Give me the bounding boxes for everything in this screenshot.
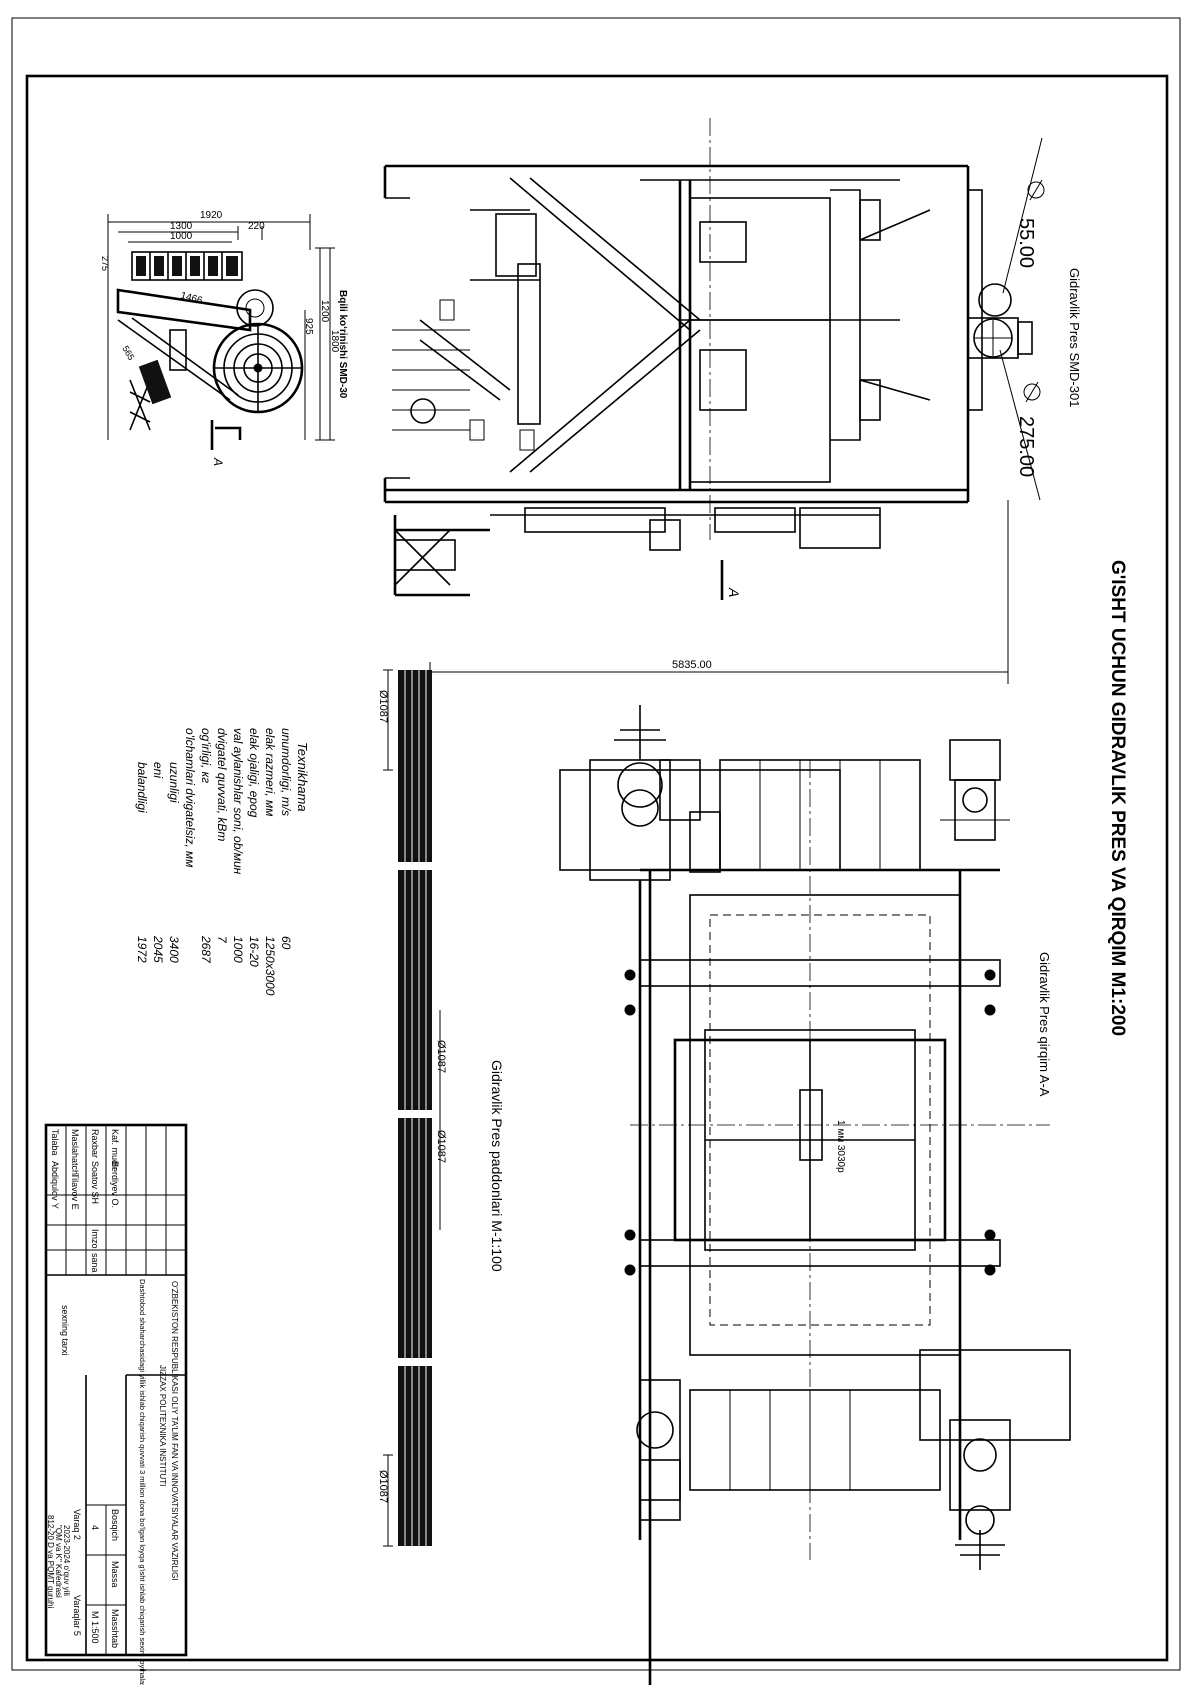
side-view-label: Bqili koʻrinishi SMD-30	[337, 290, 348, 399]
dim-1800: 1800	[329, 330, 340, 353]
varaqlar: Varaqlar 5	[72, 1595, 82, 1636]
pallet-dim: Ø1087	[435, 1130, 447, 1163]
person-role: Talaba	[50, 1129, 60, 1156]
year: 2023-2024 o'quv yili	[62, 1525, 71, 1596]
spec-row-label: elak razmeri, мм	[263, 728, 277, 816]
spec-row-label: val aylanishlar soni, ob/мин	[231, 728, 245, 875]
dim-275-small: 275	[100, 256, 110, 271]
spec-row-label: eni	[151, 762, 165, 778]
col-masshtab: Masshtab	[110, 1609, 120, 1648]
spec-row-value: 2687	[199, 935, 213, 964]
spec-row-label: o'lchamlari dvigatelsiz, мм	[183, 728, 197, 867]
pallet-dim: Ø1087	[377, 1470, 389, 1503]
pallets-label: Gidravlik Pres paddonlari M-1:100	[489, 1060, 505, 1272]
ministry: O'ZBEKISTON RESPUBLIKASI OLIY TA'LIM FAN…	[170, 1281, 179, 1581]
dim-925: 925	[303, 318, 314, 335]
inner-frame	[25, 74, 1169, 1662]
person-name: Abdiqulov Y	[50, 1161, 60, 1209]
institute: JIZZAX POLITEXNIKA INSTITUTI	[158, 1365, 167, 1486]
spec-row-label: elak ojaligi, epog	[247, 728, 261, 818]
imzo-label: Imzo	[90, 1229, 100, 1249]
cut-mark-front: A	[726, 587, 742, 597]
dim-220: 220	[248, 221, 265, 232]
front-view-label: Gidravlik Pres SMD-301	[1067, 268, 1082, 407]
person-role: Kaf. mudir	[110, 1129, 120, 1170]
dim-1000: 1000	[170, 231, 193, 242]
drawing-title: G'ISHT UCHUN GIDRAVLIK PRES VA QIRQIM M1…	[1107, 560, 1128, 1036]
title-block: Kaf. mudir Berdiyev O. Raxbar Soatov SH …	[44, 1123, 188, 1685]
masshtab-value: M 1:500	[90, 1611, 100, 1644]
outer-frame	[11, 17, 1181, 1671]
bosqich-value: 4	[90, 1525, 100, 1530]
varaq: Varaq 2	[72, 1509, 82, 1540]
front-view: A 55.00 275.00 5835.00 Gidravlik Pres SM…	[383, 118, 1082, 684]
span-dim: 1 мм 3030р	[835, 1120, 846, 1173]
dim-overall: 5835.00	[672, 659, 712, 671]
spec-row-label: og'irligi, кг	[199, 728, 213, 783]
spec-row-label: unumdorligi, m/s	[279, 728, 293, 816]
section-view: 1 мм 3030р Gidravlik Pres qirqim A-A	[559, 705, 1071, 1685]
person-name: Tilavov E	[70, 1173, 80, 1210]
department: "QM va K" Kafedrasi	[54, 1525, 63, 1598]
pallet-dim: Ø1087	[435, 1040, 447, 1073]
col-massa: Massa	[110, 1561, 120, 1588]
spec-row-value: 1000	[231, 936, 245, 963]
spec-row-value: 60	[279, 936, 293, 950]
dim-1466: 1466	[179, 290, 204, 306]
pallet-dim: Ø1087	[377, 690, 389, 723]
pallets-view: Ø1087 Ø1087 Ø1087 Ø1087 Gidravlik Pres p…	[377, 669, 505, 1547]
sana-label: sana	[90, 1253, 100, 1273]
spec-row-value: 16-20	[247, 936, 261, 967]
person-role: Maslahatchi	[70, 1129, 80, 1177]
dim-565: 565	[120, 344, 136, 362]
person-role: Raxbar	[90, 1129, 100, 1158]
project-text: Dashtobod shaharchasidagi yillik ishlab …	[138, 1279, 147, 1685]
cut-mark-side: A	[211, 457, 225, 466]
spec-row-value: 7	[215, 936, 229, 944]
spec-row-value: 3400	[167, 936, 181, 963]
person-name: Soatov SH	[90, 1161, 100, 1204]
spec-heading: Texnikhama	[295, 742, 310, 812]
spec-row-value: 2045	[151, 935, 165, 963]
dim-275: 275.00	[1015, 416, 1037, 477]
spec-row-label: dvigatel quvvati, kВm	[215, 728, 229, 841]
section-view-label: Gidravlik Pres qirqim A-A	[1037, 952, 1052, 1097]
dim-1920: 1920	[200, 210, 223, 221]
dim-1300: 1300	[170, 221, 193, 232]
spec-row-value: 1250x3000	[263, 936, 277, 996]
group: 812-20 D va PQMT guruhi	[46, 1515, 55, 1608]
sheet-name: sexning tarxi	[60, 1305, 70, 1356]
dim-1200: 1200	[319, 300, 330, 323]
side-view: 1920 1300 220 1000 1200 1800 925 275 146…	[100, 210, 348, 466]
spec-row-label: uzunligi	[167, 762, 181, 803]
col-bosqich: Bosqich	[110, 1509, 120, 1541]
specification: Texnikhama unumdorligi, m/s elak razmeri…	[135, 728, 310, 996]
dim-55: 55.00	[1015, 218, 1037, 268]
spec-row-value: 1972	[135, 936, 149, 963]
person-name: Berdiyev O.	[110, 1161, 120, 1208]
spec-row-label: balandligi	[135, 762, 149, 813]
